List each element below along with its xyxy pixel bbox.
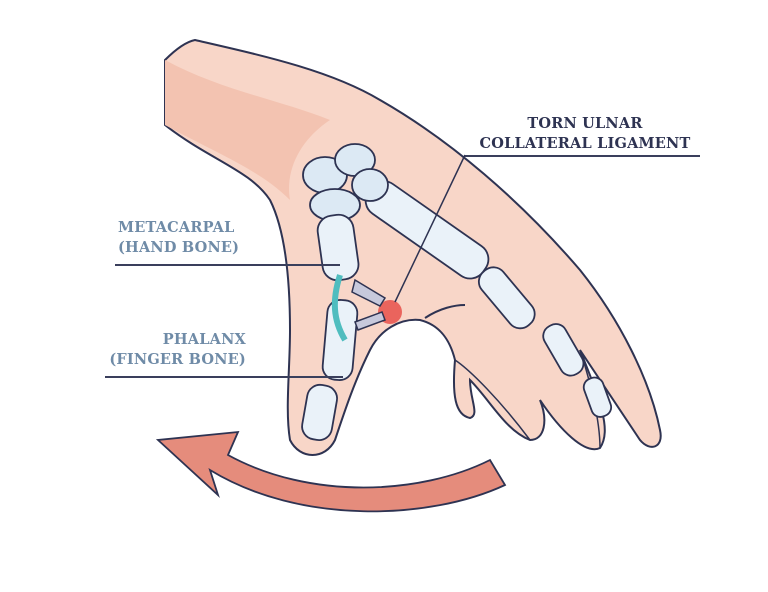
rotation-arrow-icon <box>155 430 507 513</box>
ligament-leader-line <box>394 154 466 303</box>
phalanx-rule <box>105 376 343 378</box>
phalanx-label: PHALANX (FINGER BONE) <box>108 330 246 370</box>
torn-ligament-rule <box>465 155 700 157</box>
phalanx-bone <box>321 299 359 381</box>
torn-ligament-label-line1: TORN ULNAR <box>527 115 643 132</box>
metacarpal-label-line2: (HAND BONE) <box>118 239 240 256</box>
torn-ligament-label: TORN ULNAR COLLATERAL LIGAMENT <box>470 114 700 154</box>
skin-shade <box>165 60 330 200</box>
metacarpal-label-line1: METACARPAL <box>118 219 235 236</box>
index-finger-bones <box>364 180 613 418</box>
phalanx-label-line2: (FINGER BONE) <box>109 351 246 368</box>
phalanx-label-line1: PHALANX <box>162 331 246 348</box>
radial-ligament <box>331 274 348 342</box>
metacarpal-label: METACARPAL (HAND BONE) <box>118 218 239 258</box>
torn-ligament <box>351 278 387 331</box>
metacarpal-bone <box>316 213 360 282</box>
metacarpal-rule <box>115 264 340 266</box>
thumb-bones <box>301 213 360 441</box>
carpal-bones <box>302 143 389 222</box>
torn-ligament-label-line2: COLLATERAL LIGAMENT <box>479 135 691 152</box>
palm-crease <box>424 304 466 319</box>
